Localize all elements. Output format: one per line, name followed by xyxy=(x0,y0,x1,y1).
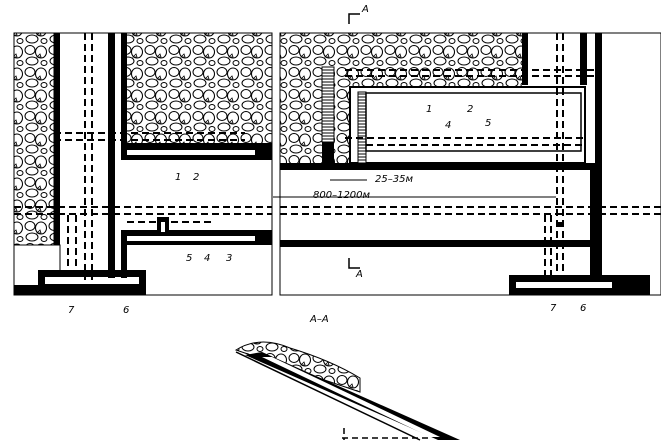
svg-text:5: 5 xyxy=(186,253,192,264)
right-callouts: 1 2 4 5 6 7 xyxy=(426,104,586,314)
section-label: A xyxy=(361,4,369,15)
svg-text:6: 6 xyxy=(123,305,129,316)
section-title: А–А xyxy=(309,314,329,325)
section-mark-bottom xyxy=(348,258,360,269)
support-section xyxy=(321,66,335,143)
dimension-panel-length: 800–1200м xyxy=(313,190,371,201)
drift-wall xyxy=(280,163,597,170)
shaft-wall xyxy=(108,33,115,278)
drift-wall xyxy=(121,240,127,278)
svg-text:2: 2 xyxy=(467,104,473,115)
base-slot xyxy=(45,277,139,284)
svg-text:4: 4 xyxy=(204,253,210,264)
section-a-a xyxy=(234,341,460,441)
svg-text:2: 2 xyxy=(193,172,199,183)
shaft-wall xyxy=(54,33,60,251)
right-plan xyxy=(273,13,661,296)
face-support xyxy=(357,91,367,164)
section-mark-top xyxy=(348,13,360,24)
dimension-face-offset: 25–35м xyxy=(375,174,413,185)
ventilation-lines xyxy=(280,33,661,280)
svg-text:1: 1 xyxy=(426,104,432,115)
rock-goaf xyxy=(127,33,272,143)
svg-text:4: 4 xyxy=(445,120,451,131)
drift-wall xyxy=(280,240,597,247)
upper-drift xyxy=(127,150,255,155)
left-callouts: 1 2 3 4 5 6 7 xyxy=(68,172,232,316)
section-label: A xyxy=(355,269,363,280)
svg-text:7: 7 xyxy=(68,305,75,316)
drift-wall xyxy=(121,33,127,145)
svg-text:3: 3 xyxy=(226,253,232,264)
rock-left xyxy=(13,32,55,249)
left-plan xyxy=(13,32,273,296)
lower-drift xyxy=(127,236,255,241)
svg-text:5: 5 xyxy=(485,118,491,129)
svg-text:6: 6 xyxy=(580,303,586,314)
ventilation-lines xyxy=(14,33,272,280)
svg-text:7: 7 xyxy=(550,303,557,314)
svg-text:1: 1 xyxy=(175,172,181,183)
